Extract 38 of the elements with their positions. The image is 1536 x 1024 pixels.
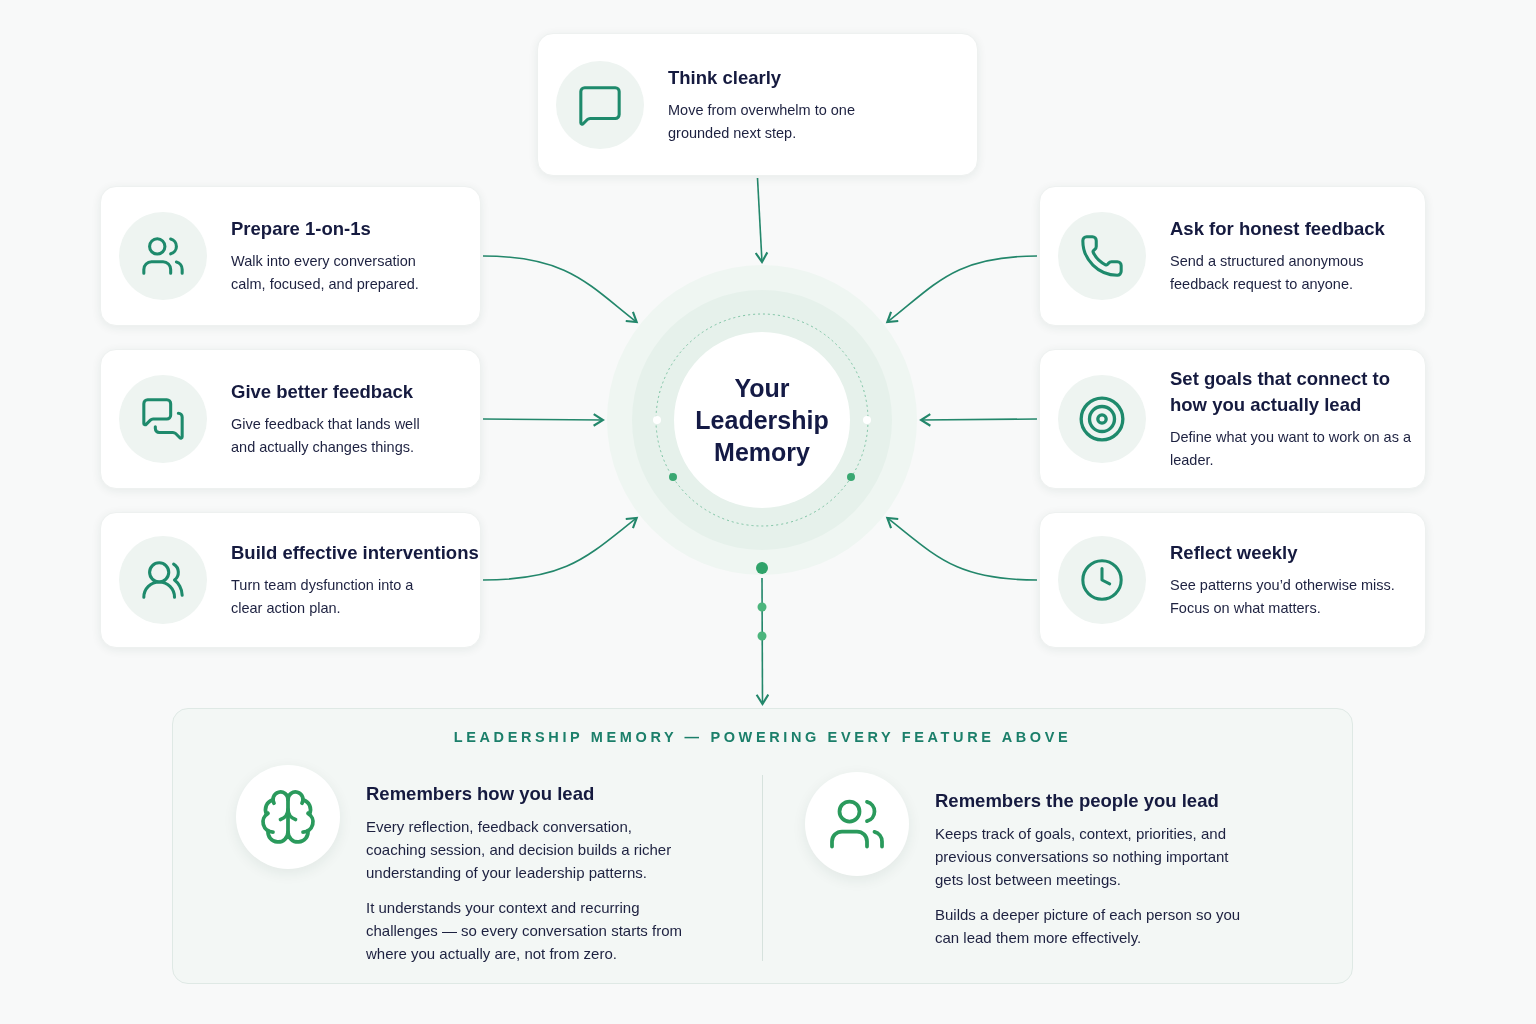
section-paragraph: Every reflection, feedback conversation, coaching session, and decision builds a richer understanding of your leadership patterns. bbox=[366, 817, 673, 883]
panel-heading: LEADERSHIP MEMORY — POWERING EVERY FEATURE ABOVE bbox=[453, 728, 1072, 747]
section-title: Remembers the people you lead bbox=[935, 789, 1220, 813]
feature-card bbox=[1039, 186, 1426, 326]
card-description: See patterns you’d otherwise miss. Focus on what matters. bbox=[1170, 576, 1396, 618]
arrow bbox=[886, 255, 1038, 324]
card-title: Ask for honest feedback bbox=[1170, 217, 1386, 241]
card-description: Walk into every conversation calm, focused, and prepared. bbox=[231, 252, 420, 294]
arrow bbox=[755, 577, 770, 706]
card-title: Think clearly bbox=[668, 65, 783, 90]
section-paragraph: It understands your context and recurring challenges — so every conversation starts from where you actually are, not from zero. bbox=[366, 898, 683, 964]
card-description: Turn team dysfunction into a clear action plan. bbox=[231, 576, 415, 618]
card-description: Move from overwhelm to one grounded next step. bbox=[668, 100, 856, 143]
arrow bbox=[754, 177, 769, 264]
feature-card bbox=[100, 349, 481, 489]
card-title: Give better feedback bbox=[231, 380, 414, 404]
memory-panel bbox=[172, 708, 1353, 984]
section-title: Remembers how you lead bbox=[366, 782, 596, 806]
arrow bbox=[886, 516, 1038, 581]
card-description: Send a structured anonymous feedback request to anyone. bbox=[1170, 252, 1365, 294]
card-title: Reflect weekly bbox=[1170, 541, 1299, 565]
hub-title: Your Leadership Memory bbox=[694, 373, 830, 468]
feature-card bbox=[100, 512, 481, 648]
arrow bbox=[482, 255, 638, 324]
feature-card bbox=[1039, 512, 1426, 648]
card-title: Build effective interventions bbox=[231, 541, 480, 565]
feature-card bbox=[537, 33, 978, 176]
feature-card bbox=[100, 186, 481, 326]
feature-card bbox=[1039, 349, 1426, 489]
card-title: Prepare 1-on-1s bbox=[231, 217, 372, 241]
arrow bbox=[919, 413, 1038, 427]
section-paragraph: Builds a deeper picture of each person so you can lead them more effectively. bbox=[935, 905, 1242, 948]
section-paragraph: Keeps track of goals, context, priorities, and previous conversations so nothing important gets lost between meetings. bbox=[935, 824, 1230, 890]
arrow bbox=[482, 516, 638, 581]
card-description: Give feedback that lands well and actually changes things. bbox=[231, 415, 421, 457]
card-description: Define what you want to work on as a leader. bbox=[1170, 428, 1412, 470]
arrow bbox=[482, 413, 605, 427]
card-title: Set goals that connect to how you actually lead bbox=[1170, 367, 1391, 417]
